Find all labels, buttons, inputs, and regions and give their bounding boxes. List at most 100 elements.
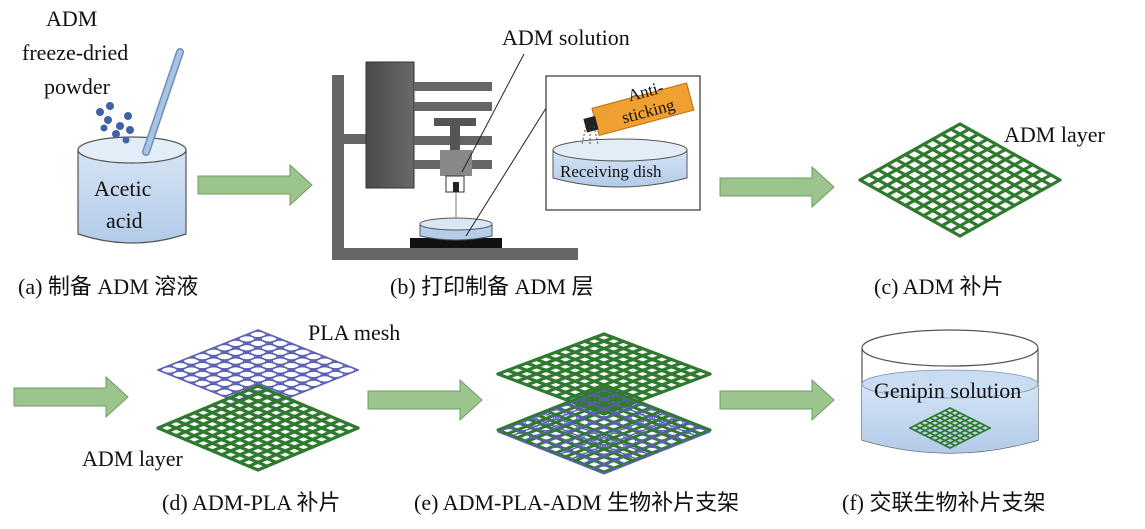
mesh-pore: [618, 418, 637, 427]
mesh-strand: [958, 122, 1062, 182]
mesh-strand: [592, 336, 702, 380]
caption-e: (e) ADM-PLA-ADM 生物补片支架: [414, 490, 740, 515]
mesh-pore: [227, 357, 245, 365]
mesh-pore: [216, 353, 233, 361]
mesh-pore: [571, 428, 590, 436]
mesh-pore: [238, 344, 256, 352]
mesh-pore: [630, 404, 649, 413]
mesh-pore: [607, 451, 625, 460]
mesh-strand: [592, 390, 702, 436]
arrow-d-to-e: [367, 378, 483, 422]
mesh-strand: [247, 422, 351, 468]
mesh-pore: [571, 437, 590, 446]
mesh-pore: [571, 409, 590, 418]
mesh-pore: [630, 423, 649, 432]
inset-box: [545, 75, 701, 211]
adm-layer-label-c: ADM layer: [1004, 122, 1105, 147]
mesh-pore: [183, 375, 200, 383]
mesh-pore: [205, 384, 222, 392]
mesh-pore: [642, 409, 660, 418]
mesh-pore: [618, 428, 637, 436]
mesh-pore: [583, 423, 601, 432]
mesh-pore: [227, 366, 245, 374]
mesh-strand: [583, 420, 693, 466]
mesh-pore: [583, 404, 601, 413]
mesh-pore: [271, 375, 289, 383]
mesh-pore: [595, 409, 613, 418]
mesh-pore: [238, 370, 256, 379]
mesh-pore: [512, 432, 531, 441]
mesh-pore: [595, 456, 613, 464]
mesh-pore: [316, 375, 333, 383]
adm-powder-label-line2: freeze-dried: [22, 40, 129, 65]
mesh-pore: [271, 384, 289, 392]
mesh-pore: [677, 432, 696, 441]
mesh-pore: [260, 344, 278, 352]
mesh-pore: [642, 446, 660, 455]
mesh-pore: [238, 353, 256, 361]
mesh-pore: [249, 357, 267, 365]
mesh-pore: [194, 379, 211, 387]
mesh-pore: [630, 414, 649, 422]
mesh-pore: [536, 423, 554, 432]
mesh-pore: [524, 418, 543, 427]
acetic-acid-beaker: [77, 136, 187, 244]
mesh-pore: [327, 361, 345, 370]
caption-d: (d) ADM-PLA 补片: [162, 490, 341, 515]
mesh-strand: [602, 386, 712, 432]
mesh-strand: [934, 419, 976, 442]
mesh-strand: [949, 127, 1053, 187]
powder-particles: [96, 102, 134, 144]
mesh-pore: [194, 353, 211, 361]
mesh-strand: [256, 426, 360, 472]
mesh-pore: [260, 379, 278, 387]
arrow-to-d: [13, 375, 129, 419]
mesh-pore: [689, 428, 707, 436]
mesh-pore: [536, 414, 554, 422]
mesh-pore: [316, 357, 333, 365]
genipin-container: [861, 329, 1039, 454]
mesh-pore: [618, 456, 637, 464]
mesh-pore: [283, 379, 300, 387]
mesh-pore: [249, 375, 267, 383]
mesh-pore: [559, 451, 578, 460]
mesh-pore: [271, 366, 289, 374]
mesh-pore: [216, 361, 233, 370]
arrow-a-to-b: [197, 163, 313, 207]
mesh-strand: [247, 388, 351, 434]
mesh-pore: [548, 418, 566, 427]
adm-mesh-d: [156, 384, 360, 472]
stirring-rod: [142, 48, 184, 156]
mesh-pore: [583, 414, 601, 422]
mesh-strand: [944, 409, 986, 432]
mesh-pore: [654, 432, 672, 441]
mesh-pore: [194, 361, 211, 370]
mesh-pore: [630, 451, 649, 460]
mesh-strand: [602, 428, 712, 474]
mesh-pore: [305, 370, 322, 379]
mesh-pore: [524, 437, 543, 446]
mesh-pore: [271, 348, 289, 356]
pla-adm-mesh-e-bottom: [496, 386, 712, 475]
adm-mesh-c: [858, 122, 1062, 238]
mesh-pore: [171, 370, 189, 379]
mesh-pore: [665, 437, 684, 446]
mesh-pore: [205, 366, 222, 374]
mesh-pore: [607, 423, 625, 432]
mesh-pore: [642, 437, 660, 446]
mesh-pore: [249, 339, 267, 347]
crosslinked-mesh-f: [909, 407, 991, 449]
mesh-pore: [595, 465, 613, 474]
mesh-strand: [939, 422, 981, 444]
mesh-pore: [607, 395, 625, 404]
mesh-pore: [183, 366, 200, 374]
print-bed: [410, 217, 502, 248]
acetic-acid-label-line2: acid: [106, 208, 143, 233]
mesh-pore: [305, 353, 322, 361]
mesh-pore: [654, 423, 672, 432]
mesh-strand: [238, 418, 342, 464]
mesh-pore: [654, 442, 672, 450]
mesh-pore: [283, 370, 300, 379]
mesh-pore: [238, 379, 256, 387]
mesh-pore: [595, 400, 613, 408]
